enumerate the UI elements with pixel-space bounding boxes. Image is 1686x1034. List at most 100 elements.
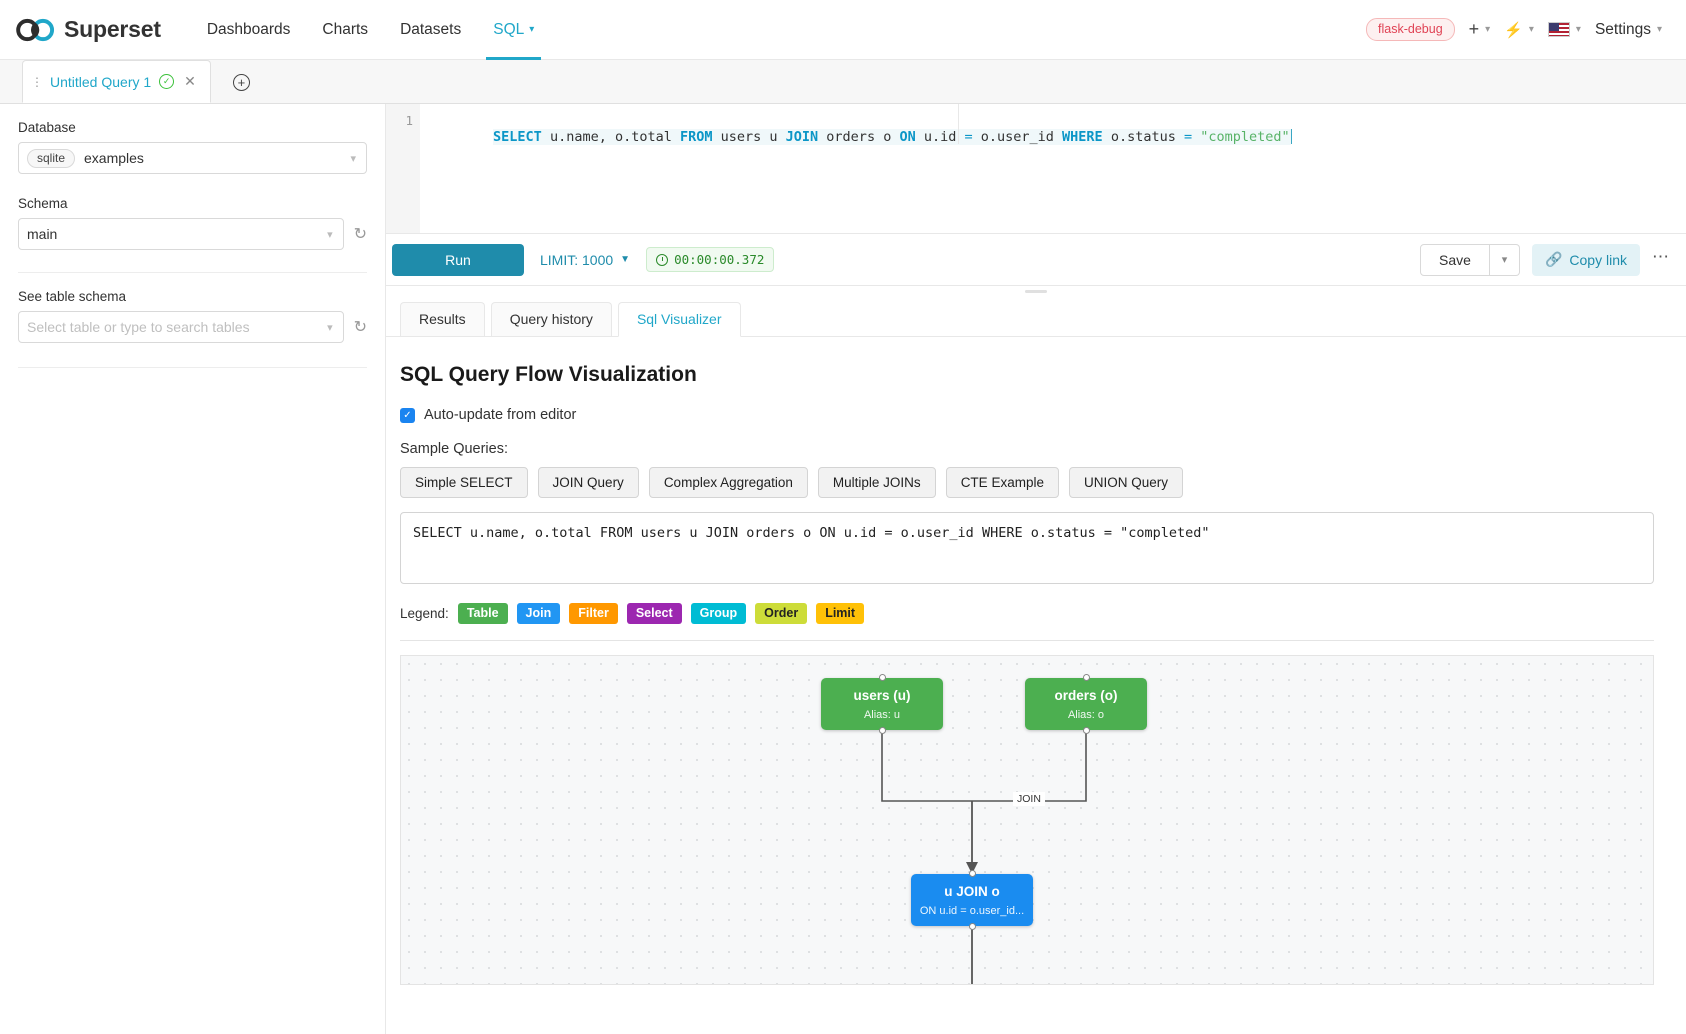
save-button[interactable]: Save	[1420, 243, 1490, 276]
top-nav-right-group: flask-debug + ▾ ⚡ ▾ ▾ Settings ▾	[1366, 18, 1662, 41]
table-select-row: Select table or type to search tables ▾ …	[18, 311, 367, 343]
flow-node-join-title: u JOIN o	[944, 883, 1000, 899]
nav-link-dashboards[interactable]: Dashboards	[191, 0, 307, 60]
clock-icon	[656, 253, 669, 266]
sample-queries-label: Sample Queries:	[400, 441, 508, 457]
editor-gutter: 1	[386, 104, 420, 233]
us-flag-icon	[1547, 22, 1570, 37]
database-value: examples	[84, 150, 144, 166]
chevron-down-icon: ▾	[1656, 24, 1662, 35]
more-options-icon[interactable]: ⋯	[1652, 246, 1670, 266]
link-icon: 🔗	[1544, 251, 1563, 267]
new-item-button[interactable]: + ▾	[1469, 19, 1491, 40]
query-config-sidebar: Database sqlite examples ▾ Schema main ▾…	[0, 104, 386, 1034]
superset-brand[interactable]: Superset	[16, 16, 161, 43]
result-tab-bar: Results Query history Sql Visualizer	[386, 296, 1686, 337]
editor-column-separator	[958, 104, 959, 144]
sql-editor[interactable]: 1 SELECT u.name, o.total FROM users u JO…	[386, 104, 1686, 234]
flow-node-orders[interactable]: orders (o) Alias: o	[1025, 674, 1147, 734]
add-query-tab-button[interactable]: +	[232, 74, 250, 91]
node-port-bottom	[968, 923, 976, 930]
nav-link-sql-label: SQL	[493, 20, 525, 38]
settings-menu[interactable]: Settings ▾	[1595, 21, 1662, 39]
query-flow-canvas[interactable]: users (u) Alias: u orders (o) Alias: o J…	[400, 655, 1654, 985]
legend-item-filter: Filter	[569, 603, 618, 624]
query-tab-untitled-query-1[interactable]: ⋮ Untitled Query 1 ✓ ✕	[22, 60, 211, 103]
sample-button-cte-example[interactable]: CTE Example	[945, 467, 1059, 498]
editor-toolbar: Run LIMIT: 1000 ▼ 00:00:00.372 Save ▾ 🔗	[386, 234, 1686, 286]
flow-node-users-title: users (u)	[853, 687, 911, 703]
sql-visualizer-panel: SQL Query Flow Visualization ✓ Auto-upda…	[386, 337, 1686, 1034]
chevron-down-icon: ▾	[1528, 24, 1534, 35]
chevron-down-icon: ▾	[529, 24, 535, 35]
node-port-top	[968, 870, 976, 877]
top-navigation-bar: Superset Dashboards Charts Datasets SQL …	[0, 0, 1686, 60]
language-picker[interactable]: ▾	[1547, 22, 1581, 37]
chevron-down-icon: ▾	[327, 321, 333, 334]
table-select-placeholder: Select table or type to search tables	[27, 319, 250, 335]
auto-update-row: ✓ Auto-update from editor	[400, 407, 1654, 423]
close-icon[interactable]: ✕	[184, 73, 196, 89]
plus-icon: +	[237, 75, 246, 90]
flow-node-users-subtitle: Alias: u	[863, 708, 901, 721]
save-button-group: Save ▾	[1420, 243, 1520, 276]
editor-code-area[interactable]: SELECT u.name, o.total FROM users u JOIN…	[420, 104, 1686, 233]
chevron-down-icon: ▼	[620, 254, 631, 265]
schema-value: main	[27, 226, 58, 242]
table-schema-label: See table schema	[18, 289, 127, 304]
save-dropdown-button[interactable]: ▾	[1489, 243, 1520, 276]
refresh-tables-icon[interactable]: ↻	[353, 319, 367, 336]
flow-node-users[interactable]: users (u) Alias: u	[821, 674, 943, 734]
database-select[interactable]: sqlite examples ▾	[18, 142, 367, 174]
node-port-top	[878, 674, 886, 681]
flow-node-join[interactable]: u JOIN o ON u.id = o.user_id...	[911, 870, 1033, 930]
query-timer: 00:00:00.372	[646, 247, 775, 272]
flow-edges	[881, 730, 1087, 984]
primary-nav-links: Dashboards Charts Datasets SQL ▾	[191, 0, 550, 60]
auto-update-checkbox[interactable]: ✓	[400, 407, 415, 423]
database-engine-pill: sqlite	[27, 148, 76, 168]
limit-dropdown[interactable]: LIMIT: 1000 ▼	[540, 252, 630, 268]
run-button[interactable]: Run	[392, 243, 524, 276]
edge-label-join: JOIN	[1013, 792, 1045, 806]
legend-item-order: Order	[755, 603, 808, 624]
legend: Legend: Table Join Filter Select Group O…	[400, 603, 1654, 624]
brand-text: Superset	[64, 16, 161, 42]
sample-button-simple-select[interactable]: Simple SELECT	[400, 467, 528, 498]
schema-label: Schema	[18, 196, 68, 211]
sample-button-join-query[interactable]: JOIN Query	[537, 467, 639, 498]
node-port-bottom	[1082, 727, 1090, 734]
bolt-menu-button[interactable]: ⚡ ▾	[1504, 21, 1534, 39]
copy-link-button[interactable]: 🔗 Copy link	[1531, 243, 1640, 276]
panel-resize-handle[interactable]	[386, 286, 1686, 296]
sample-button-union-query[interactable]: UNION Query	[1068, 467, 1183, 498]
query-tab-label: Untitled Query 1	[50, 73, 152, 90]
tab-sql-visualizer[interactable]: Sql Visualizer	[617, 302, 741, 337]
tab-query-history[interactable]: Query history	[490, 302, 612, 336]
nav-link-datasets[interactable]: Datasets	[384, 0, 477, 60]
settings-label: Settings	[1594, 20, 1651, 38]
plus-icon: +	[1468, 19, 1480, 39]
nav-link-sql[interactable]: SQL ▾	[477, 0, 550, 60]
superset-logo-icon	[16, 18, 55, 41]
refresh-schema-icon[interactable]: ↻	[353, 226, 367, 243]
nav-link-datasets-label: Datasets	[400, 20, 462, 38]
legend-item-join: Join	[516, 603, 561, 624]
legend-label: Legend:	[400, 606, 449, 621]
table-select[interactable]: Select table or type to search tables ▾	[18, 311, 344, 343]
nav-link-charts[interactable]: Charts	[306, 0, 384, 60]
sample-button-complex-aggregation[interactable]: Complex Aggregation	[648, 467, 808, 498]
node-port-top	[1082, 674, 1090, 681]
sidebar-divider	[18, 272, 367, 273]
legend-divider	[400, 640, 1654, 641]
sample-button-multiple-joins[interactable]: Multiple JOINs	[817, 467, 936, 498]
check-circle-icon: ✓	[159, 74, 175, 89]
chevron-down-icon: ▾	[1501, 254, 1508, 266]
chevron-down-icon: ▾	[350, 152, 356, 165]
resize-grip	[1025, 289, 1047, 293]
auto-update-label: Auto-update from editor	[424, 407, 577, 423]
sql-input-textarea[interactable]	[400, 512, 1654, 584]
schema-select[interactable]: main ▾	[18, 218, 344, 250]
tab-results[interactable]: Results	[400, 302, 485, 336]
drag-grip-icon[interactable]: ⋮	[31, 74, 43, 89]
